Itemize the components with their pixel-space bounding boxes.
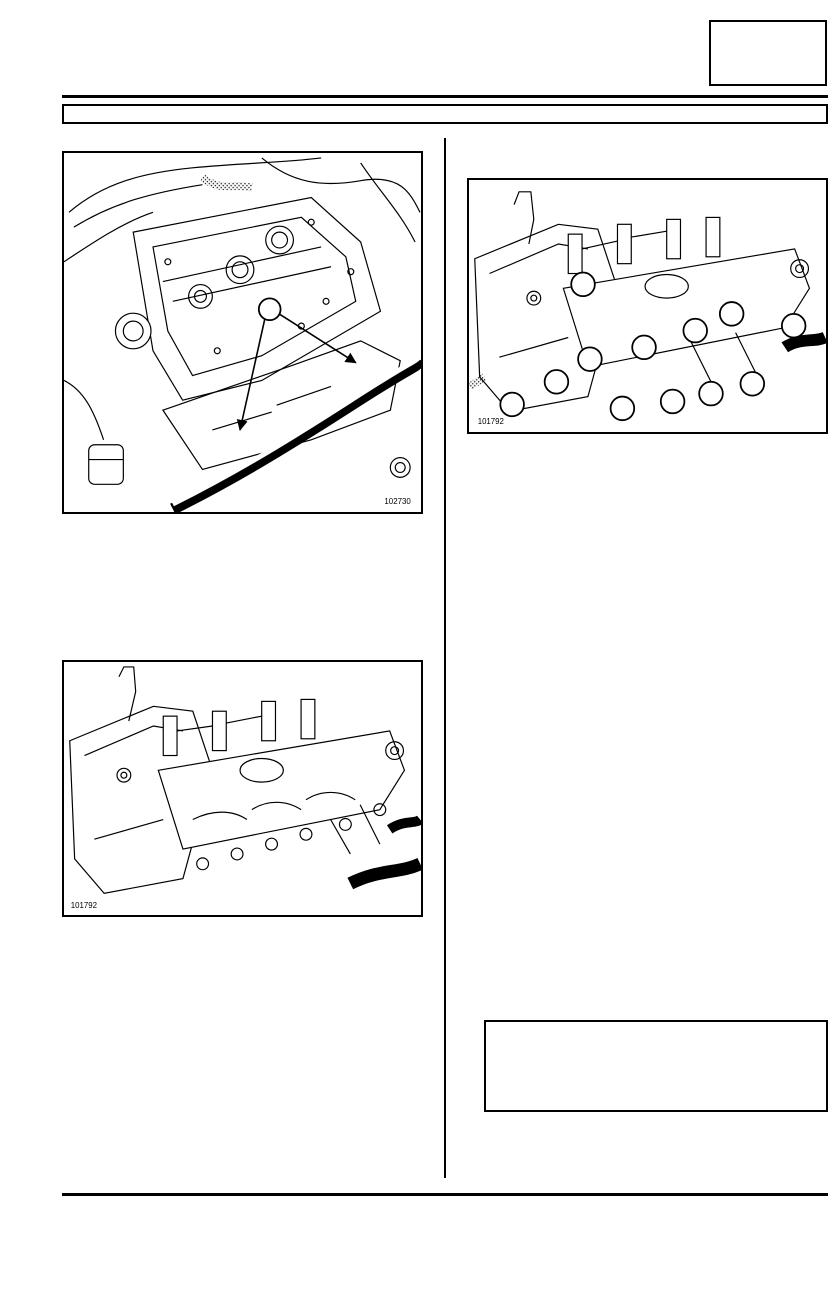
- sequence-marker: [543, 369, 570, 395]
- footer-rule: [62, 1193, 828, 1196]
- sequence-marker: [739, 371, 766, 397]
- callout-marker: [236, 297, 357, 431]
- sequence-marker: [698, 380, 724, 407]
- section-title-bar: [62, 104, 828, 124]
- figure-engine-top-view: 102730: [62, 151, 423, 514]
- manifold-illustration: 101792: [69, 666, 421, 910]
- section-tab-box: [709, 20, 827, 86]
- sequence-marker: [609, 395, 636, 422]
- sequence-marker: [682, 317, 708, 344]
- sequence-marker: [659, 388, 686, 415]
- header-rule: [62, 95, 828, 98]
- figure-manifold-tightening-order: 101792: [467, 178, 828, 434]
- tightening-sequence-markers: [499, 271, 807, 422]
- figure-code: 101792: [71, 901, 97, 910]
- sequence-marker: [718, 301, 745, 327]
- sequence-marker: [499, 391, 525, 418]
- figure-code: 102730: [384, 497, 411, 506]
- sequence-marker: [631, 334, 657, 361]
- note-box: [484, 1020, 828, 1112]
- figure-manifold-view: 101792: [62, 660, 423, 917]
- engine-top-illustration: 102730: [64, 157, 421, 512]
- column-separator: [444, 138, 446, 1178]
- figure-code: 101792: [478, 417, 504, 426]
- sequence-marker: [577, 346, 603, 372]
- manifold-sequence-illustration: 101792: [469, 191, 826, 426]
- sequence-marker: [780, 312, 807, 339]
- sequence-marker: [570, 271, 596, 298]
